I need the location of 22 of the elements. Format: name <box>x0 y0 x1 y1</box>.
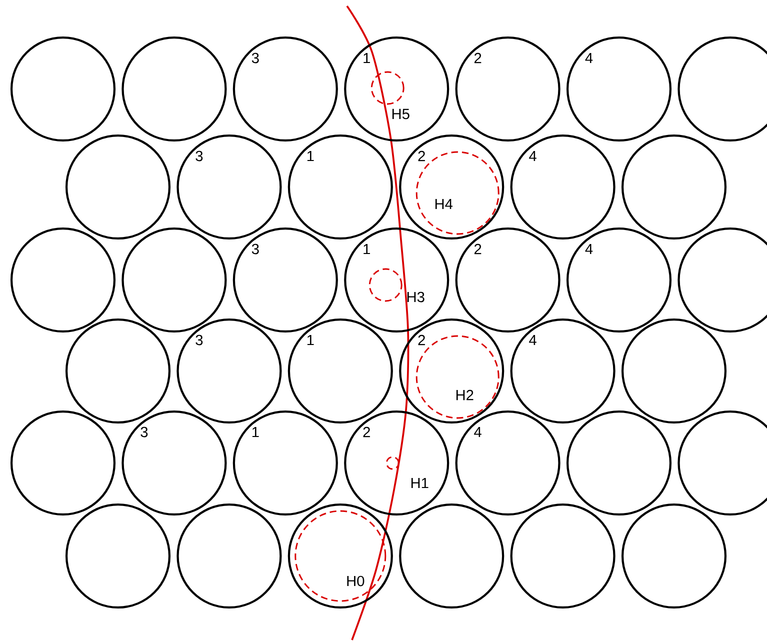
circle <box>621 134 727 240</box>
circle-label: H3 <box>407 292 424 302</box>
circle <box>65 134 171 240</box>
circle <box>122 36 227 142</box>
dashed-circle <box>368 268 402 302</box>
circle <box>566 410 672 516</box>
dashed-circle <box>370 71 404 105</box>
circle <box>288 503 393 609</box>
circle <box>122 227 227 333</box>
circle-label: H1 <box>411 478 428 488</box>
circle <box>65 318 171 424</box>
circle <box>399 503 504 609</box>
circle <box>621 318 727 424</box>
circle <box>10 227 116 333</box>
circle <box>510 503 616 609</box>
circle <box>10 410 116 516</box>
circle-label: H5 <box>392 108 410 120</box>
circle <box>10 36 116 142</box>
circle <box>65 503 171 609</box>
circle <box>176 503 282 609</box>
dashed-circle <box>386 456 400 470</box>
circle <box>621 503 727 609</box>
